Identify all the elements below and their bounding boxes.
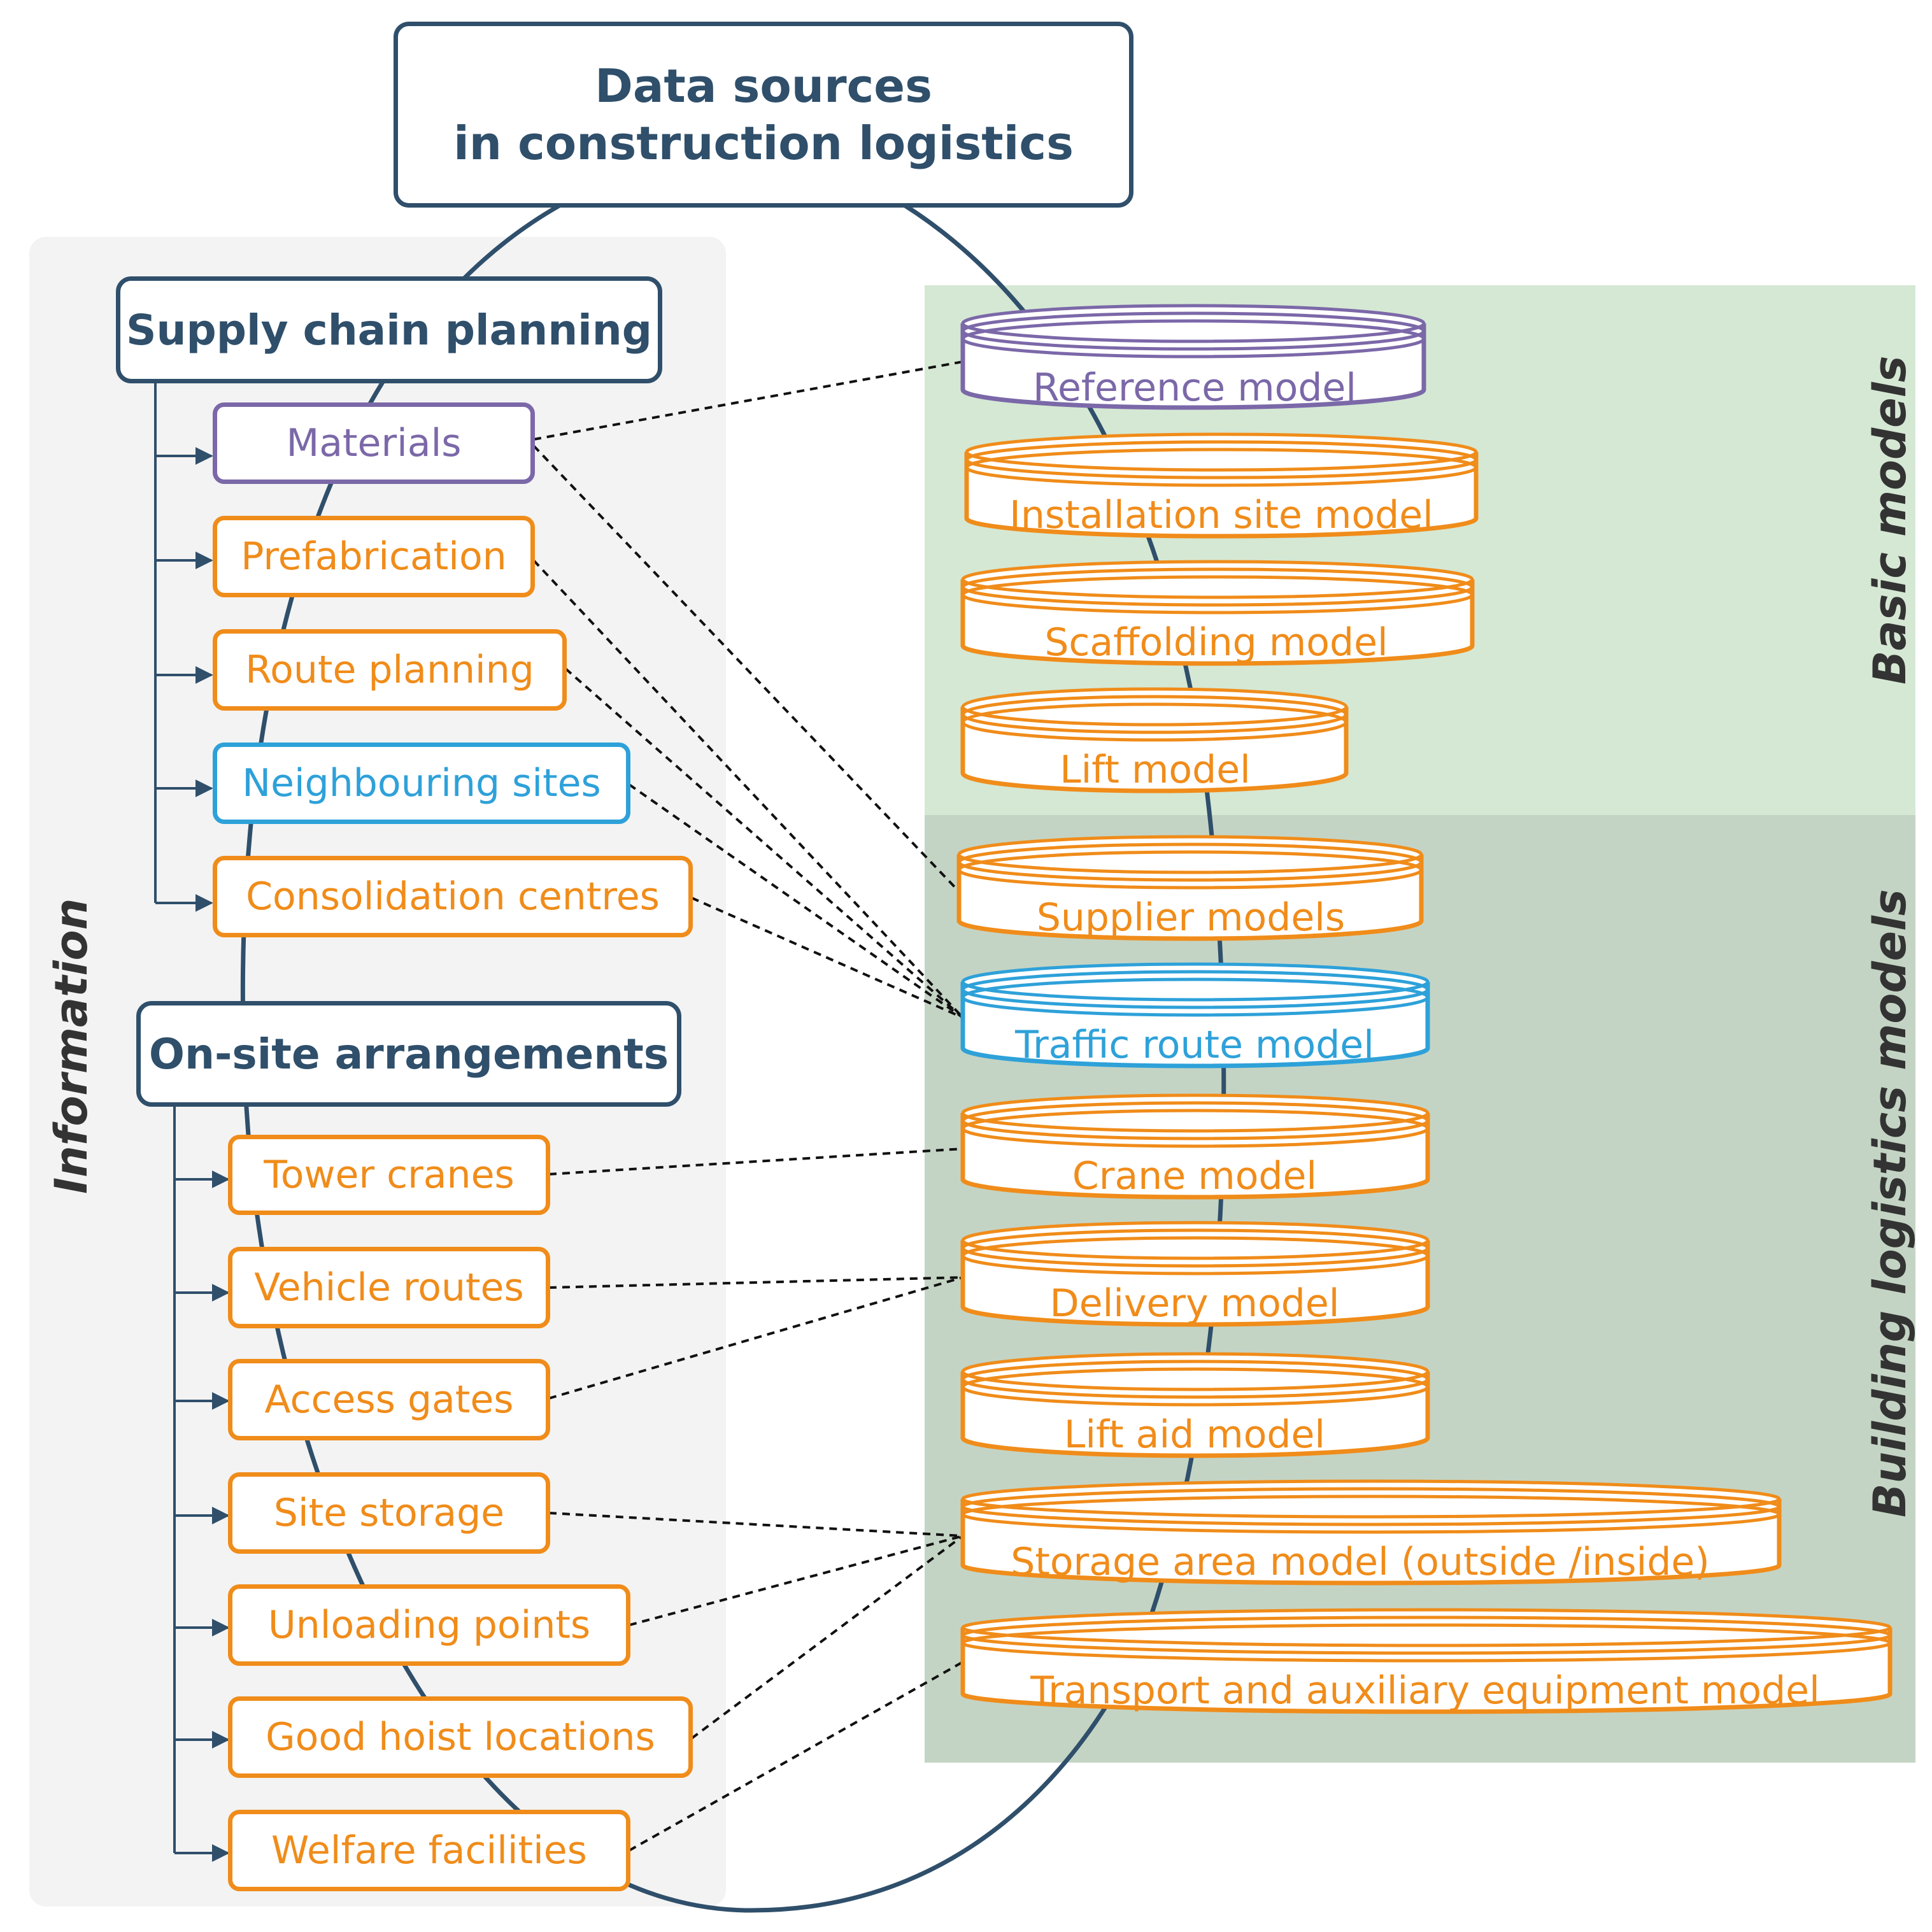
dashed-connectors — [532, 360, 964, 1852]
model-label-scaffolding: Scaffolding model — [1044, 620, 1388, 665]
title-line-2: in construction logistics — [453, 117, 1074, 170]
database-reference-icon — [960, 304, 1426, 410]
title-line-1: Data sources — [595, 59, 932, 113]
title-box: Data sources in construction logistics — [394, 22, 1133, 208]
supply-chain-tree — [154, 382, 213, 912]
supply-item-route-planning: Route planning — [213, 629, 567, 711]
model-label-supplier: Supplier models — [1036, 895, 1346, 940]
on-site-item-tower-cranes: Tower cranes — [228, 1135, 550, 1215]
model-label-reference: Reference model — [1032, 366, 1357, 410]
on-site-item-site-storage: Site storage — [228, 1472, 550, 1554]
database-lift-icon — [960, 687, 1349, 793]
side-label-basic-models: Basic models — [1864, 355, 1916, 685]
on-site-item-access-gates: Access gates — [228, 1359, 550, 1440]
on-site-item-unloading-points: Unloading points — [228, 1584, 630, 1666]
model-label-lift: Lift model — [1060, 748, 1251, 792]
model-label-delivery: Delivery model — [1049, 1281, 1340, 1326]
side-label-information: Information — [45, 898, 97, 1194]
database-lift-aid-icon — [960, 1352, 1430, 1458]
supply-item-materials: Materials — [213, 402, 535, 484]
on-site-item-vehicle-routes: Vehicle routes — [228, 1247, 550, 1328]
database-traffic-route-icon — [960, 962, 1430, 1069]
database-crane-icon — [960, 1093, 1430, 1200]
side-label-building-logistics-models: Building logistics models — [1864, 889, 1916, 1517]
model-label-traffic-route: Traffic route model — [1015, 1023, 1374, 1067]
on-site-item-good-hoist-locations: Good hoist locations — [228, 1696, 693, 1778]
supply-item-consolidation-centres: Consolidation centres — [213, 856, 693, 937]
database-supplier-icon — [956, 835, 1424, 941]
database-transport-equipment-icon — [960, 1608, 1893, 1714]
database-scaffolding-icon — [960, 560, 1475, 666]
database-installation-site-icon — [964, 432, 1479, 539]
model-label-lift-aid: Lift aid model — [1063, 1412, 1326, 1457]
database-storage-area-icon — [960, 1479, 1782, 1586]
supply-item-prefabrication: Prefabrication — [213, 516, 535, 597]
model-label-crane: Crane model — [1072, 1154, 1318, 1198]
on-site-heading: On-site arrangements — [136, 1001, 681, 1107]
model-label-installation-site: Installation site model — [1009, 493, 1433, 537]
database-delivery-icon — [960, 1221, 1430, 1327]
model-cylinders — [956, 304, 1893, 1714]
model-label-storage-area: Storage area model (outside /inside) — [1011, 1540, 1710, 1584]
supply-item-neighbouring-sites: Neighbouring sites — [213, 742, 630, 824]
model-label-transport-equipment: Transport and auxiliary equipment model — [1030, 1668, 1820, 1713]
supply-chain-heading: Supply chain planning — [116, 276, 662, 383]
on-site-tree — [173, 1105, 230, 1862]
on-site-item-welfare-facilities: Welfare facilities — [228, 1810, 630, 1891]
